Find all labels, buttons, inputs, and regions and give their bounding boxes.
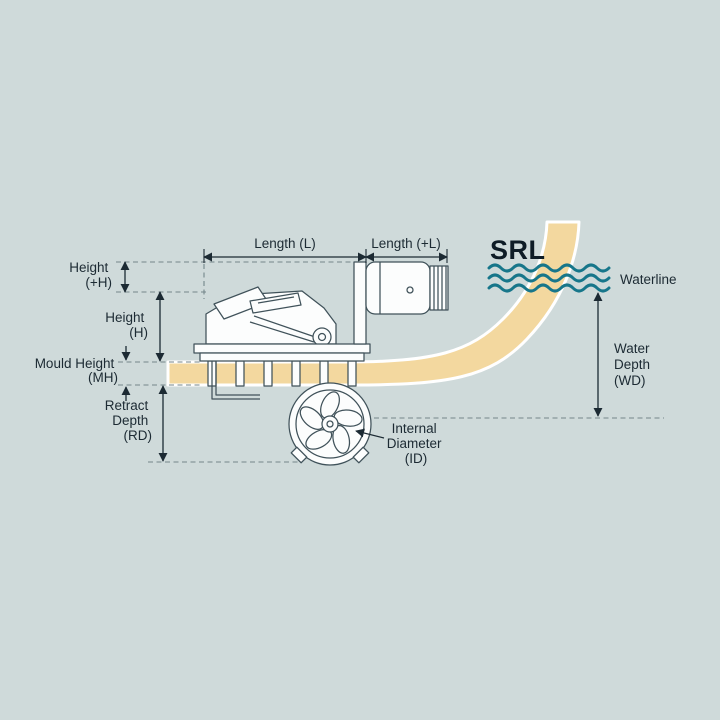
link-arm-lower — [249, 321, 315, 343]
motor-body — [365, 261, 431, 315]
label-length-l: Length (L) — [254, 236, 316, 251]
label-length-plus-l: Length (+L) — [371, 236, 440, 251]
thruster-unit — [193, 261, 449, 466]
label-mould-height: Mould Height (MH) — [35, 356, 118, 385]
wave-line — [487, 263, 611, 273]
propeller-hub — [321, 415, 339, 433]
tunnel-bore — [295, 389, 365, 459]
propeller — [299, 391, 363, 454]
label-height-h: Height (H) — [105, 310, 148, 340]
motor-port — [406, 286, 414, 294]
base-plate — [193, 343, 371, 354]
propeller-blade — [320, 391, 340, 419]
stud — [319, 360, 329, 387]
stud — [347, 360, 357, 387]
propeller-blade — [299, 406, 325, 430]
label-height-plus-h: Height (+H) — [69, 260, 112, 290]
stud — [263, 360, 273, 387]
retract-bracket-inner — [215, 361, 260, 396]
stud — [235, 360, 245, 387]
label-internal-diameter: Internal Diameter (ID) — [387, 421, 446, 466]
pivot-pin — [317, 332, 327, 342]
hull-flange — [199, 352, 365, 362]
propeller-blade — [333, 409, 363, 427]
labels: Length (L) Length (+L) Height (+H) Heigh… — [35, 235, 677, 466]
pod-tab — [290, 446, 308, 464]
propeller-hub-pin — [326, 420, 334, 428]
stud — [291, 360, 301, 387]
motor-fins — [433, 266, 447, 310]
label-water-depth: Water Depth (WD) — [614, 341, 654, 388]
dimension-lines — [120, 249, 603, 462]
wave-line — [487, 283, 611, 293]
hull-section — [166, 220, 581, 387]
retract-bracket — [211, 361, 260, 400]
motor-fin-cap — [429, 265, 449, 311]
label-waterline: Waterline — [620, 272, 677, 287]
propeller-blade — [332, 424, 351, 454]
brand-logo: SRL — [490, 235, 546, 265]
leader-internal-diameter — [355, 428, 385, 439]
propeller-blade — [305, 429, 333, 450]
motor-support — [353, 261, 367, 345]
waterline-icon — [487, 263, 611, 293]
pod-tab — [352, 446, 370, 464]
wave-line — [487, 273, 611, 283]
link-arm — [253, 315, 319, 339]
label-retract-depth: Retract Depth (RD) — [105, 398, 152, 443]
cylinder-rod — [257, 296, 295, 304]
